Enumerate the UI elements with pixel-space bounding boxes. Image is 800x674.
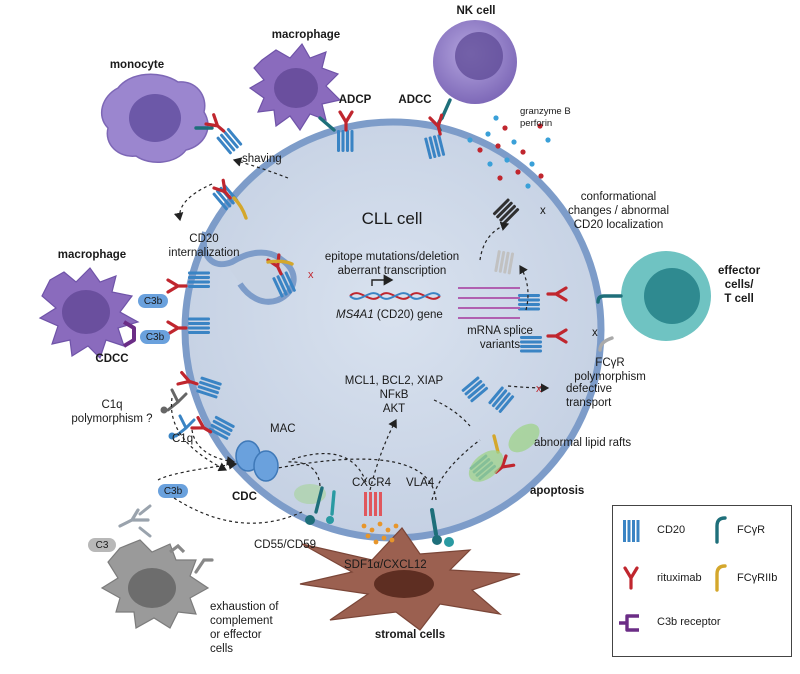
adhesion-stalks xyxy=(305,486,454,547)
epitope-label: epitope mutations/deletion aberrant tran… xyxy=(324,251,460,277)
mac-label: MAC xyxy=(270,423,296,435)
apoptosis-label: apoptosis xyxy=(530,485,585,497)
adcp-label: ADCP xyxy=(338,94,372,106)
exhausted-cell xyxy=(100,504,214,629)
macrophage-left-label: macrophage xyxy=(57,249,127,261)
effector-label: effector cells/ T cell xyxy=(718,265,761,305)
macrophage-top xyxy=(248,42,342,132)
gene-label: MS4A1 (CD20) gene xyxy=(336,308,443,322)
c1q-label: C1q xyxy=(172,433,194,445)
macrophage-left xyxy=(38,267,140,360)
cd55-cd59-label: CD55/CD59 xyxy=(254,539,316,551)
legend-rituximab-label: rituximab xyxy=(657,572,702,584)
mac-complex xyxy=(235,440,279,482)
legend-fcgr2b-label: FCγRIIb xyxy=(737,572,778,584)
c1q-polymorphism-label: C1q polymorphism ? xyxy=(71,399,153,425)
sdf1-label: SDF1α/CXCL12 xyxy=(344,559,427,571)
dashed-arrows xyxy=(157,157,550,524)
stromal-cell xyxy=(299,527,521,631)
sdf1-dots xyxy=(361,521,399,545)
legend-cd20-icon xyxy=(623,520,640,542)
cxcr4-label: CXCR4 xyxy=(352,477,391,489)
c3b-pill-mid: C3b xyxy=(145,332,165,343)
nk-cell-label: NK cell xyxy=(456,5,496,17)
dna-x-mark: x xyxy=(308,269,314,281)
legend: CD20 FCγR rituximab FCγRIIb C3b receptor xyxy=(612,505,792,657)
dna-helix xyxy=(349,274,441,300)
c3b-pill-bottom: C3b xyxy=(163,486,183,497)
vla4-label: VLA4 xyxy=(406,477,435,489)
cll-cell-label: CLL cell xyxy=(361,209,423,228)
granzyme-label: granzyme B perforin xyxy=(520,106,571,129)
macrophage-top-label: macrophage xyxy=(271,29,341,41)
c3-pill: C3 xyxy=(95,540,109,551)
fcgr-x-mark: x xyxy=(592,327,598,339)
survival-signals-label: MCL1, BCL2, XIAP NFκB AKT xyxy=(344,375,444,415)
lipid-rafts-label: abnormal lipid rafts xyxy=(534,437,632,449)
cxcr4-receptor xyxy=(364,492,382,516)
cdcc-label: CDCC xyxy=(95,353,129,365)
gene-name-italic: MS4A1 xyxy=(336,309,374,321)
cd20-internalization-label: CD20 internalization xyxy=(168,233,240,259)
legend-fcgr2b-icon xyxy=(715,564,727,592)
legend-rituximab-icon xyxy=(623,566,639,590)
defective-transport-label: defective transport xyxy=(566,383,613,409)
cll-cell xyxy=(181,118,605,542)
conformational-x-mark: x xyxy=(540,205,546,217)
shaving-label: shaving xyxy=(242,153,282,165)
conformational-label: conformational changes / abnormal CD20 l… xyxy=(568,191,670,231)
membrane-cd20-clusters xyxy=(166,110,568,481)
c3b-pills xyxy=(88,294,188,552)
legend-fcgr-label: FCγR xyxy=(737,524,766,536)
stromal-cells-label: stromal cells xyxy=(374,629,446,641)
gene-name-rest: (CD20) gene xyxy=(373,309,443,321)
legend-c3b-receptor-icon xyxy=(619,614,639,632)
fcgr-polymorphism-label: FCγR polymorphism xyxy=(574,357,646,383)
legend-c3b-receptor-label: C3b receptor xyxy=(657,616,721,628)
legend-icons xyxy=(619,516,727,632)
granzyme-perforin-dots xyxy=(467,115,551,189)
cdc-label: CDC xyxy=(232,491,257,503)
adcc-label: ADCC xyxy=(398,94,432,106)
mrna-label: mRNA splice variants xyxy=(467,325,533,351)
c1q-molecules xyxy=(160,388,196,440)
monocyte-label: monocyte xyxy=(109,59,165,71)
nk-cell xyxy=(433,20,517,132)
mrna-strands xyxy=(458,287,520,319)
monocyte xyxy=(100,73,214,163)
legend-cd20-label: CD20 xyxy=(657,524,686,536)
legend-fcgr-icon xyxy=(715,516,727,544)
c3b-pill-top: C3b xyxy=(143,296,163,307)
exhaustion-label: exhaustion of complement or effector cel… xyxy=(210,601,279,655)
defective-x-mark: x xyxy=(536,383,542,395)
t-cell xyxy=(596,251,711,352)
